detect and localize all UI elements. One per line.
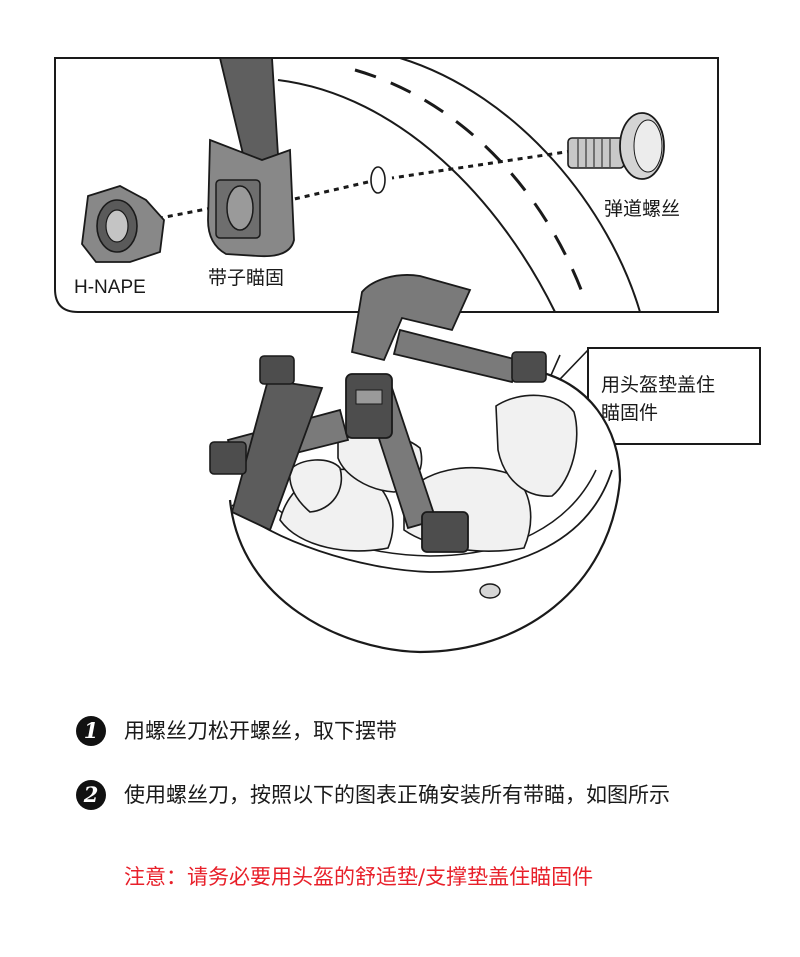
inset-shell-dashed <box>354 68 587 301</box>
inset-shell-outer <box>399 57 641 313</box>
helmet-diagram <box>54 57 761 654</box>
label-strap-anchor: 带子瞄固 <box>208 267 285 289</box>
dotted-line-hole <box>289 180 369 202</box>
dotted-line-screw <box>391 149 573 180</box>
step-1: 1 用螺丝刀松开螺丝，取下摆带 <box>76 715 724 747</box>
screw-hole <box>370 166 386 194</box>
step-number-badge: 2 <box>76 780 106 810</box>
buckle-icon <box>345 373 393 439</box>
h-nape-clip-icon <box>81 185 165 263</box>
harness-straps <box>209 274 547 553</box>
ballistic-screw-icon <box>567 112 665 180</box>
dotted-line-nape <box>159 206 213 220</box>
strap-slider-icon <box>421 511 469 553</box>
detail-inset-box <box>54 57 719 313</box>
installation-figure: 弹道螺丝 H-NAPE 带子瞄固 用头盔垫盖住 瞄固件 <box>54 57 761 654</box>
label-ballistic-screw: 弹道螺丝 <box>604 198 681 220</box>
callout-text: 用头盔垫盖住 瞄固件 <box>601 371 715 427</box>
strap-anchor-icon <box>207 57 295 258</box>
callout-line-2: 瞄固件 <box>601 402 659 424</box>
label-h-nape: H-NAPE <box>74 277 146 298</box>
warning-note: 注意：请务必要用头盔的舒适垫/支撑垫盖住瞄固件 <box>124 865 594 889</box>
callout-line-1: 用头盔垫盖住 <box>601 374 716 396</box>
step-2: 2 使用螺丝刀，按照以下的图表正确安装所有带瞄，如图所示 <box>76 779 724 811</box>
inset-shell-inner <box>277 79 556 313</box>
callout-box <box>587 347 761 445</box>
step-text: 使用螺丝刀，按照以下的图表正确安装所有带瞄，如图所示 <box>124 783 670 807</box>
step-number-badge: 1 <box>76 716 106 746</box>
step-text: 用螺丝刀松开螺丝，取下摆带 <box>124 719 397 743</box>
